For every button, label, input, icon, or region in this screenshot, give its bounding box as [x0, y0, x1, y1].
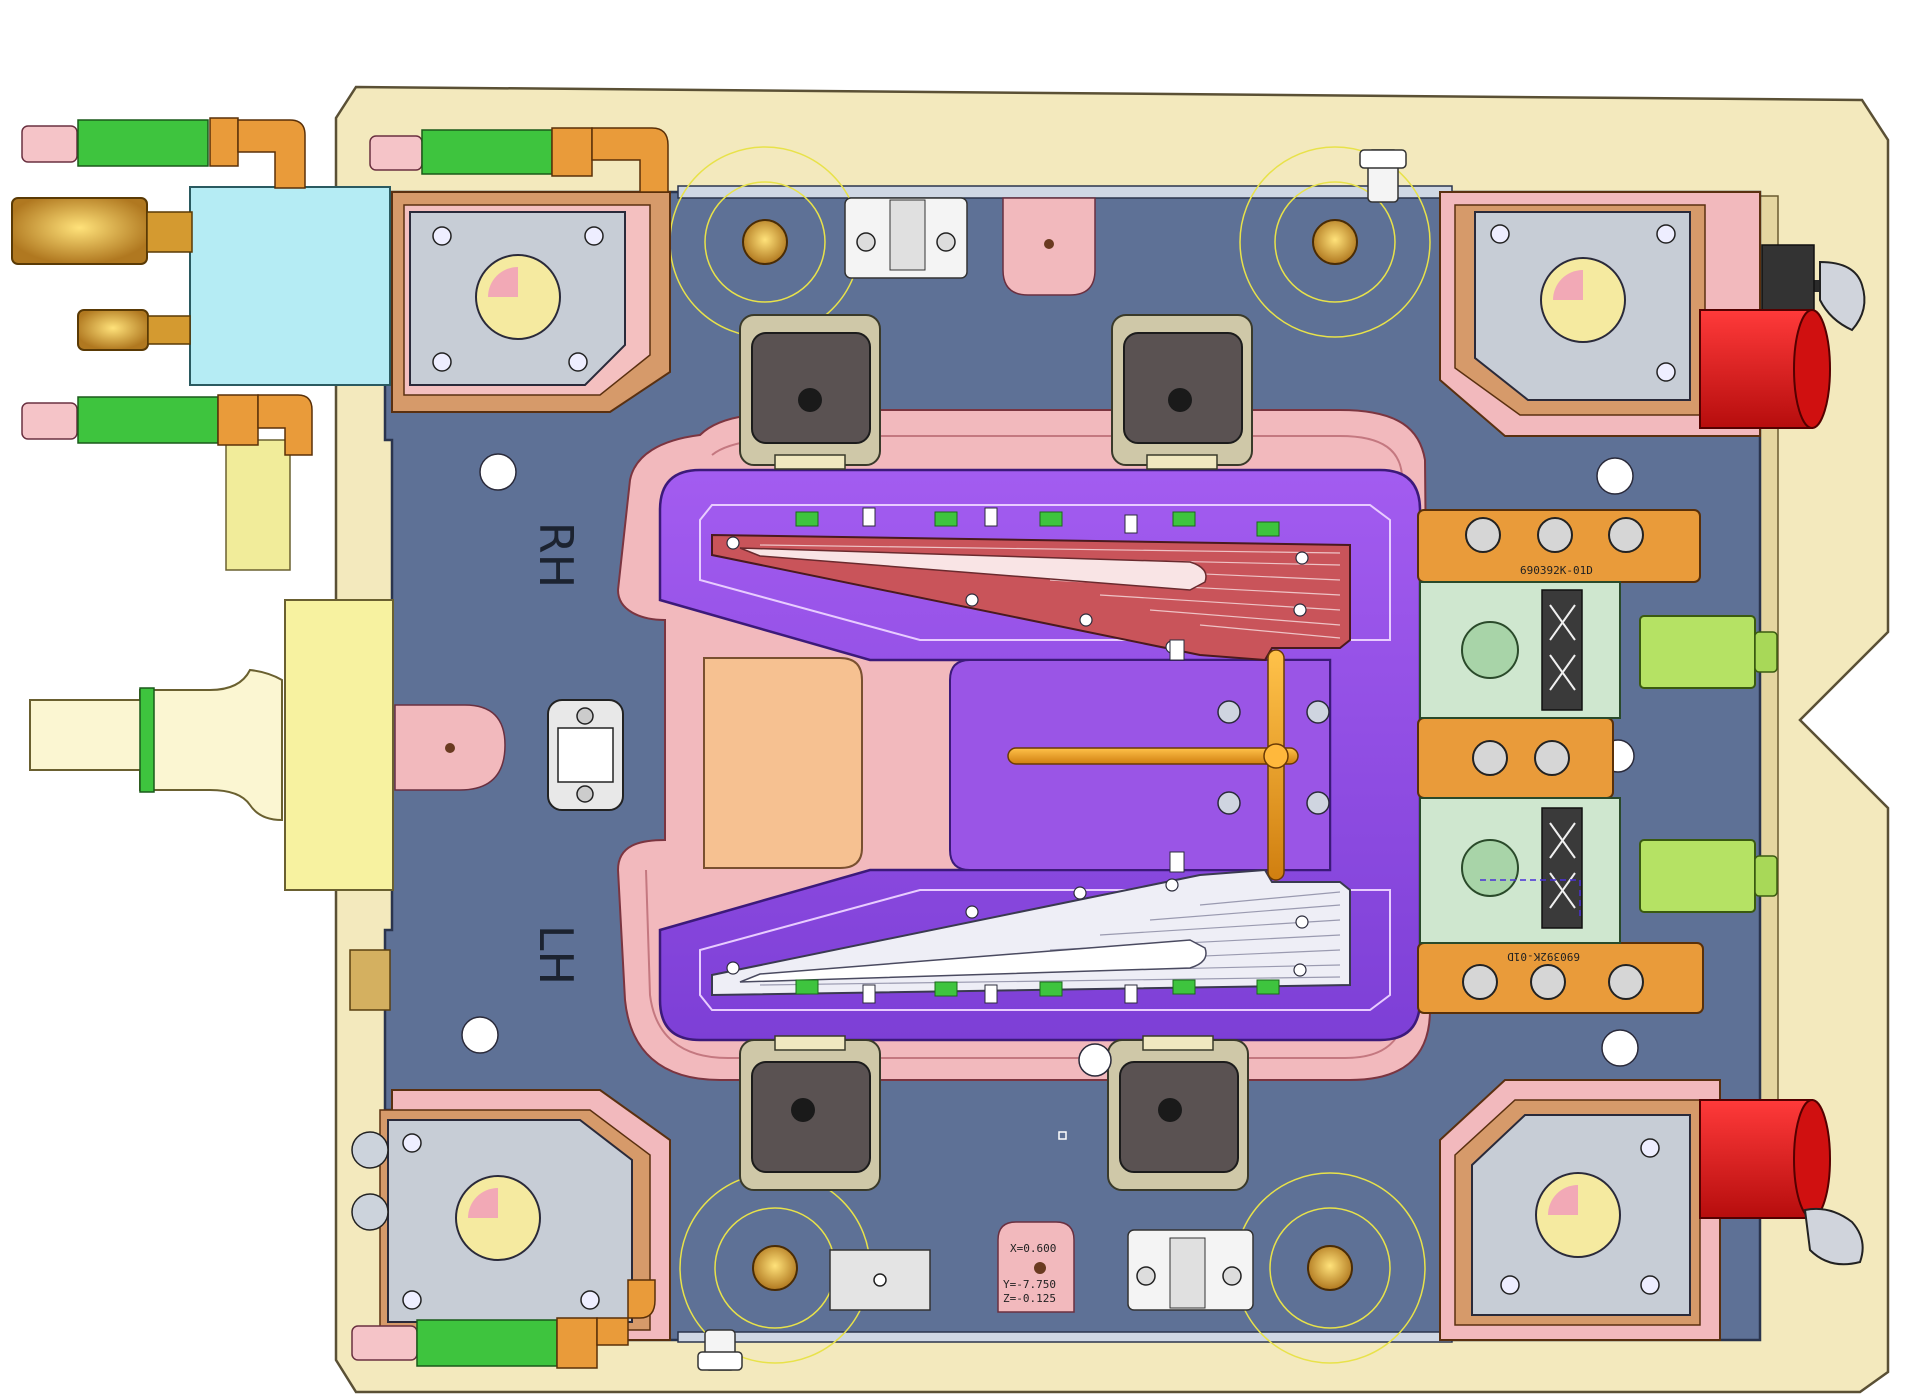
- yellow-connector-block[interactable]: [284, 599, 394, 891]
- sprue-locator-top: [1002, 197, 1096, 296]
- peach-insert: [703, 657, 863, 869]
- slide-block-bottom-left[interactable]: [739, 1035, 881, 1191]
- clamp-bar-middle[interactable]: [1417, 717, 1614, 799]
- view-center-marker: [1058, 1131, 1067, 1140]
- nozzle-connector[interactable]: [29, 668, 283, 822]
- center-left-latch[interactable]: [547, 699, 624, 811]
- runner-system[interactable]: [1007, 649, 1299, 881]
- corner-block-top-right[interactable]: [1439, 191, 1761, 437]
- bottom-left-brass-block: [349, 949, 391, 1011]
- slide-block-bottom-right[interactable]: [1107, 1035, 1249, 1191]
- cyan-manifold-block[interactable]: [189, 186, 391, 386]
- white-slots: [862, 507, 1185, 1004]
- guide-pin-top: [1359, 149, 1407, 203]
- slide-block-top-left[interactable]: [739, 314, 881, 470]
- center-left-locator: [394, 704, 506, 791]
- clamp-block-lower[interactable]: [1419, 797, 1621, 944]
- gate-markers-top: [795, 511, 1280, 537]
- water-fitting-top-1[interactable]: [21, 117, 306, 189]
- gate-markers-bottom: [795, 979, 1280, 997]
- clamp-block-upper[interactable]: [1419, 581, 1621, 719]
- red-cylinder-top[interactable]: [1699, 244, 1866, 429]
- yellow-side-plate: [225, 439, 291, 571]
- left-edge-nut-top: [351, 1131, 389, 1231]
- coordinate-y: Y=-7.750: [1003, 1278, 1056, 1291]
- coordinate-z: Z=-0.125: [1003, 1292, 1056, 1305]
- green-actuator-upper[interactable]: [1639, 615, 1778, 689]
- core-plate-bottom-rail: [677, 1331, 1453, 1343]
- water-fitting-bottom[interactable]: [351, 1279, 656, 1369]
- lh-part-window: [739, 939, 1207, 983]
- corner-block-top-left[interactable]: [391, 191, 671, 413]
- brass-coupler-2[interactable]: [77, 309, 191, 351]
- brass-coupler-1[interactable]: [11, 197, 193, 265]
- water-fitting-mid[interactable]: [21, 394, 313, 456]
- coordinate-x: X=0.600: [1010, 1242, 1056, 1255]
- guide-bushing-top-right[interactable]: [1239, 146, 1431, 338]
- rh-part-window: [739, 547, 1207, 591]
- clamp-bar-top[interactable]: 690392K-01D: [1417, 509, 1701, 583]
- wear-plate-top: [844, 197, 968, 279]
- corner-block-bottom-left[interactable]: [379, 1089, 671, 1341]
- tongue-screws: [1217, 700, 1330, 815]
- green-actuator-lower[interactable]: [1639, 839, 1778, 913]
- coordinate-origin: [1034, 1262, 1046, 1274]
- clamp-bar-top-part-number: 690392K-01D: [1520, 564, 1593, 577]
- coordinate-readout: X=0.600 Y=-7.750 Z=-0.125: [997, 1221, 1075, 1313]
- engraving-lh: LH: [529, 925, 583, 985]
- core-plate-top-rail: [677, 185, 1453, 199]
- red-cylinder-bottom[interactable]: [1699, 1099, 1864, 1266]
- engraving-rh: RH: [529, 522, 583, 589]
- slide-block-top-right[interactable]: [1111, 314, 1253, 470]
- clamp-bar-bottom[interactable]: 690392K-01D: [1417, 942, 1704, 1014]
- plate-bottom-center-hole: [873, 1273, 887, 1287]
- wear-plate-bottom: [1127, 1229, 1254, 1311]
- corner-block-bottom-right[interactable]: [1439, 1079, 1721, 1341]
- guide-pin-bottom: [697, 1329, 743, 1371]
- clamp-bar-bottom-part-number: 690392K-01D: [1507, 950, 1580, 963]
- water-fitting-top-2[interactable]: [369, 127, 669, 193]
